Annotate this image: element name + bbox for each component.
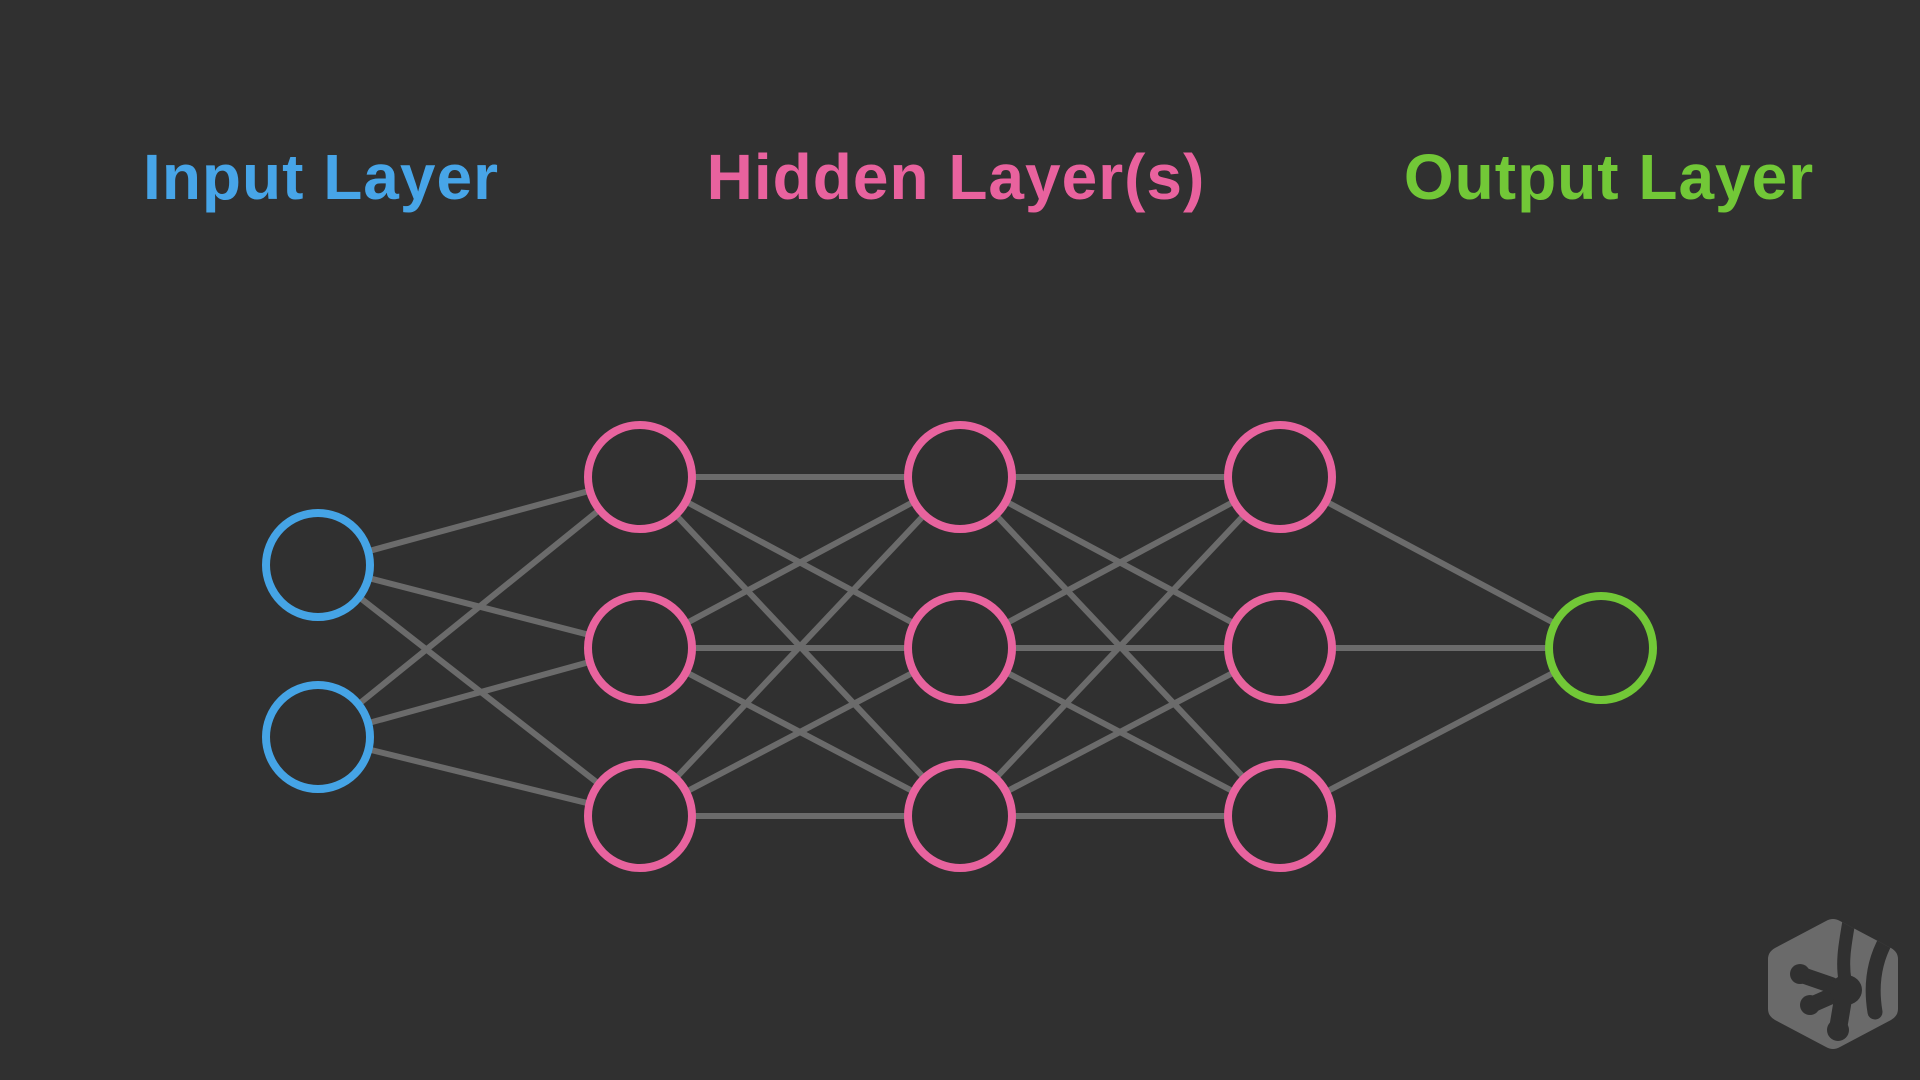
network-edge bbox=[637, 474, 963, 819]
network-edge bbox=[638, 474, 962, 651]
network-edge bbox=[1278, 474, 1603, 651]
label-input-layer: Input Layer bbox=[143, 141, 499, 213]
network-node-hidden-3 bbox=[1224, 760, 1336, 872]
network-node-hidden-1 bbox=[584, 421, 696, 533]
network-node-input bbox=[262, 681, 374, 793]
network-node-output bbox=[1545, 592, 1657, 704]
network-node-hidden-2 bbox=[904, 421, 1016, 533]
network-node-hidden-2 bbox=[904, 592, 1016, 704]
network-edge bbox=[958, 474, 1282, 651]
label-hidden-layer: Hidden Layer(s) bbox=[706, 141, 1206, 213]
network-edge bbox=[958, 645, 1282, 819]
network-node-hidden-3 bbox=[1224, 592, 1336, 704]
network-edge bbox=[638, 645, 962, 819]
network-edge bbox=[316, 474, 642, 740]
treehouse-logo-icon bbox=[1768, 919, 1898, 1049]
label-output-layer: Output Layer bbox=[1403, 141, 1815, 213]
network-node-hidden-2 bbox=[904, 760, 1016, 872]
network-edge bbox=[957, 474, 1283, 819]
network-node-input bbox=[262, 509, 374, 621]
network-node-hidden-1 bbox=[584, 592, 696, 704]
network-node-hidden-3 bbox=[1224, 421, 1336, 533]
network-node-hidden-1 bbox=[584, 760, 696, 872]
network-edge bbox=[1278, 645, 1603, 819]
